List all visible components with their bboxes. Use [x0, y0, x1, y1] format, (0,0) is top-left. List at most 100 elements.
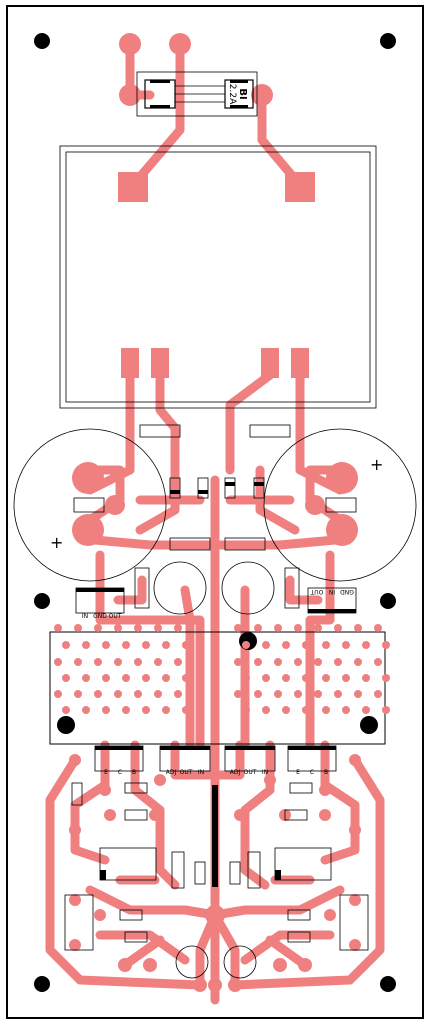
pad — [119, 33, 141, 55]
heatsink-pad — [254, 690, 262, 698]
heatsink-pad — [174, 690, 182, 698]
heatsink-pad — [62, 674, 70, 682]
heatsink-pad — [154, 690, 162, 698]
heatsink-pad — [334, 658, 342, 666]
heatsink — [49, 631, 386, 745]
heatsink-pad — [322, 641, 330, 649]
mounting-hole — [380, 33, 396, 49]
heatsink-pad — [142, 706, 150, 714]
heatsink-pad — [54, 658, 62, 666]
heatsink-pad — [334, 690, 342, 698]
heatsink-pad — [82, 674, 90, 682]
pad — [99, 784, 111, 796]
heatsink-pad — [74, 690, 82, 698]
pad — [285, 172, 315, 202]
pin-label: IN — [262, 769, 268, 776]
heatsink-pad — [374, 690, 382, 698]
heatsink-pad — [362, 674, 370, 682]
heatsink-pad — [102, 641, 110, 649]
mounting-hole — [34, 593, 50, 609]
heatsink-pad — [122, 706, 130, 714]
heatsink-pad — [342, 641, 350, 649]
pin-label: OUT — [180, 769, 193, 776]
heatsink-pad — [334, 624, 342, 632]
heatsink-pad — [162, 706, 170, 714]
pad — [69, 754, 81, 766]
heatsink-pads — [54, 624, 390, 714]
heatsink-pad — [242, 706, 250, 714]
heatsink-pad — [354, 690, 362, 698]
pad — [72, 514, 104, 546]
pad — [72, 462, 104, 494]
fuse-rating: 2.2A — [227, 84, 237, 105]
heatsink-pad — [102, 674, 110, 682]
heatsink-pad — [382, 674, 390, 682]
heatsink-pad — [134, 658, 142, 666]
pad — [349, 894, 361, 906]
pin-label: E — [296, 769, 300, 776]
rectifier-diodes — [169, 477, 265, 499]
filter-capacitors — [13, 428, 417, 582]
pad — [169, 33, 191, 55]
pin-label: C — [118, 769, 122, 776]
heatsink-pad — [114, 624, 122, 632]
pad — [349, 754, 361, 766]
heatsink-pad — [182, 674, 190, 682]
pad — [205, 905, 225, 925]
pad — [121, 348, 139, 378]
transformer-outline — [59, 145, 377, 409]
pin-label: E — [104, 769, 108, 776]
pad — [105, 495, 125, 515]
heatsink-pad — [354, 624, 362, 632]
resistors — [64, 782, 369, 979]
heatsink-pad — [74, 658, 82, 666]
pad — [273, 958, 287, 972]
pin-label: ADJ — [230, 769, 241, 776]
heatsink-pad — [62, 706, 70, 714]
heatsink-pad — [242, 641, 250, 649]
heatsink-pad — [362, 706, 370, 714]
pin-label: GND — [340, 588, 354, 595]
capacitor-left — [13, 428, 167, 582]
heatsink-pad — [234, 658, 242, 666]
capacitor-right — [263, 428, 417, 582]
pin-label: OUT — [310, 588, 323, 595]
pad — [349, 939, 361, 951]
heatsink-pad — [122, 641, 130, 649]
pad — [104, 809, 116, 821]
adj-regulator-left: ADJ OUT IN — [159, 745, 211, 776]
heatsink-pad — [282, 706, 290, 714]
heatsink-pad — [94, 624, 102, 632]
heatsink-pad — [94, 690, 102, 698]
heatsink-pad — [174, 624, 182, 632]
heatsink-pad — [294, 690, 302, 698]
pad — [251, 84, 273, 106]
heatsink-pad — [302, 641, 310, 649]
heatsink-pad — [234, 624, 242, 632]
mounting-holes — [34, 33, 396, 992]
heatsink-pad — [274, 658, 282, 666]
heatsink-pad — [134, 690, 142, 698]
heatsink-pad — [242, 674, 250, 682]
fuse-designator: BI — [237, 88, 248, 99]
mounting-hole — [34, 33, 50, 49]
heatsink-pad — [154, 658, 162, 666]
polarity-mark-right: + — [370, 455, 383, 474]
pad — [305, 495, 325, 515]
regulator-left: IN GND OUT — [75, 587, 125, 620]
heatsink-pad — [114, 658, 122, 666]
heatsink-pad — [74, 624, 82, 632]
polarity-mark-left: + — [50, 533, 63, 552]
heatsink-pad — [142, 641, 150, 649]
heatsink-pad — [274, 624, 282, 632]
heatsink-pad — [342, 706, 350, 714]
pad — [94, 909, 106, 921]
heatsink-pad — [82, 641, 90, 649]
pad — [119, 84, 141, 106]
heatsink-pad — [282, 641, 290, 649]
mounting-hole — [380, 593, 396, 609]
heatsink-pad — [174, 658, 182, 666]
heatsink-pad — [134, 624, 142, 632]
heatsink-pad — [274, 690, 282, 698]
